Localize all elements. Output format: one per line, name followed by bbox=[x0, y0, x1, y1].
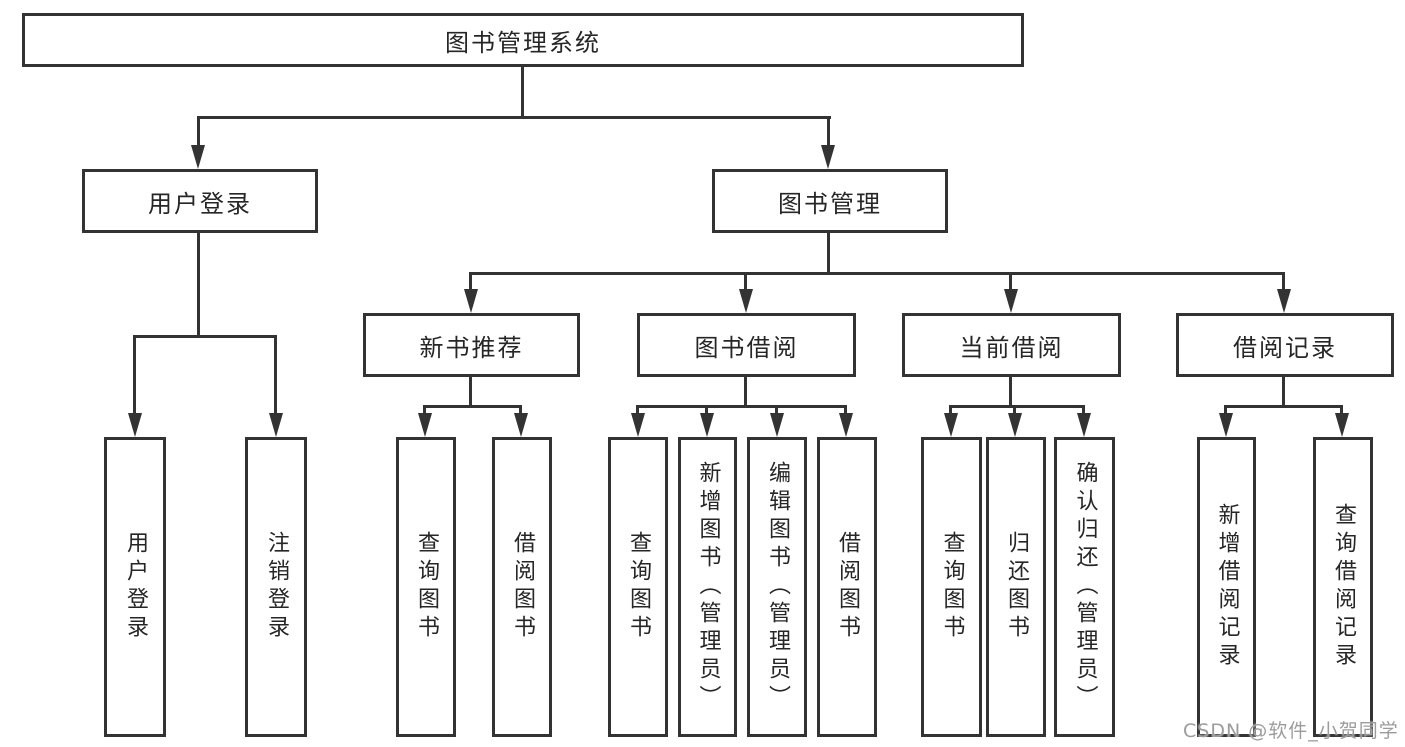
connector-current-borrow-stem bbox=[1009, 272, 1012, 292]
arrow-down-icon bbox=[1335, 413, 1349, 437]
connector-new-book-down bbox=[469, 375, 472, 407]
arrow-down-icon bbox=[1219, 413, 1233, 437]
node-leaf-query-borrow-record-label: 查询借阅记录 bbox=[1331, 503, 1356, 671]
arrow-down-icon bbox=[944, 413, 958, 437]
node-leaf-user-login-label: 用户登录 bbox=[123, 531, 148, 643]
node-leaf-edit-book-admin: 编辑图书（管理员） bbox=[747, 437, 807, 737]
node-user-login-label: 用户登录 bbox=[148, 189, 252, 218]
arrow-down-icon bbox=[821, 145, 835, 169]
arrow-down-icon bbox=[1008, 413, 1022, 437]
node-current-borrow-label: 当前借阅 bbox=[959, 333, 1064, 362]
connector-user-login-stem bbox=[197, 116, 200, 150]
node-leaf-return-book: 归还图书 bbox=[986, 437, 1046, 737]
node-user-login: 用户登录 bbox=[82, 169, 318, 233]
connector-current-borrow-down bbox=[1009, 375, 1012, 407]
node-leaf-edit-book-admin-label: 编辑图书（管理员） bbox=[765, 461, 790, 713]
arrow-down-icon bbox=[464, 289, 478, 313]
connector-leaf-user-login-stem bbox=[133, 335, 136, 415]
node-book-borrow-label: 图书借阅 bbox=[694, 333, 799, 362]
node-new-book-recommend-label: 新书推荐 bbox=[419, 333, 524, 362]
connector-book-borrow-stem bbox=[744, 272, 747, 292]
connector-leaf-stem bbox=[519, 405, 522, 417]
node-leaf-recommend-borrow-book: 借阅图书 bbox=[492, 437, 552, 737]
node-borrow-record: 借阅记录 bbox=[1176, 313, 1394, 377]
connector-user-login-children-branch bbox=[133, 335, 277, 338]
connector-leaf-stem bbox=[1224, 405, 1227, 417]
arrow-down-icon bbox=[1077, 413, 1091, 437]
connector-leaf-stem bbox=[844, 405, 847, 417]
node-borrow-record-label: 借阅记录 bbox=[1233, 333, 1337, 362]
node-book-borrow: 图书借阅 bbox=[637, 313, 856, 377]
arrow-down-icon bbox=[128, 413, 142, 437]
connector-book-borrow-down bbox=[744, 375, 747, 407]
node-leaf-return-book-label: 归还图书 bbox=[1004, 531, 1029, 643]
node-leaf-recommend-query-book-label: 查询图书 bbox=[414, 531, 439, 643]
node-leaf-add-book-admin-label: 新增图书（管理员） bbox=[695, 461, 721, 713]
node-leaf-logout: 注销登录 bbox=[245, 437, 307, 737]
connector-leaf-stem bbox=[423, 405, 426, 417]
connector-book-borrow-children-branch bbox=[636, 405, 846, 408]
node-leaf-borrow-query-book-label: 查询图书 bbox=[626, 531, 651, 643]
connector-book-mgmt-stem bbox=[827, 116, 830, 150]
connector-new-book-children-branch bbox=[423, 405, 522, 408]
connector-level3-branch bbox=[469, 272, 1285, 275]
connector-leaf-stem bbox=[949, 405, 952, 417]
connector-leaf-stem bbox=[705, 405, 708, 417]
arrow-down-icon bbox=[191, 145, 205, 169]
node-leaf-add-borrow-record-label: 新增借阅记录 bbox=[1214, 503, 1240, 671]
connector-leaf-stem bbox=[1013, 405, 1016, 417]
arrow-down-icon bbox=[1277, 289, 1291, 313]
node-book-management: 图书管理 bbox=[712, 169, 948, 233]
arrow-down-icon bbox=[514, 413, 528, 437]
node-leaf-logout-label: 注销登录 bbox=[264, 531, 289, 643]
node-leaf-confirm-return-admin-label: 确认归还（管理员） bbox=[1072, 461, 1098, 713]
connector-new-book-stem bbox=[469, 272, 472, 292]
csdn-watermark: CSDN @软件_小贺同学 bbox=[1183, 720, 1399, 742]
node-book-management-label: 图书管理 bbox=[778, 189, 882, 218]
node-leaf-borrow-borrow-book: 借阅图书 bbox=[817, 437, 877, 737]
node-leaf-borrow-query-book: 查询图书 bbox=[608, 437, 668, 737]
node-leaf-current-query-book: 查询图书 bbox=[921, 437, 982, 737]
connector-borrow-record-stem bbox=[1282, 272, 1285, 292]
node-current-borrow: 当前借阅 bbox=[902, 313, 1121, 377]
connector-borrow-record-down bbox=[1282, 375, 1285, 407]
arrow-down-icon bbox=[418, 413, 432, 437]
connector-borrow-record-children-branch bbox=[1224, 405, 1343, 408]
arrow-down-icon bbox=[1004, 289, 1018, 313]
node-leaf-recommend-query-book: 查询图书 bbox=[396, 437, 456, 737]
node-leaf-borrow-borrow-book-label: 借阅图书 bbox=[835, 531, 860, 643]
arrow-down-icon bbox=[739, 289, 753, 313]
connector-user-login-down bbox=[197, 231, 200, 337]
connector-book-mgmt-down bbox=[827, 231, 830, 274]
arrow-down-icon bbox=[269, 413, 283, 437]
connector-current-borrow-children-branch bbox=[949, 405, 1085, 408]
connector-leaf-stem bbox=[775, 405, 778, 417]
connector-leaf-stem bbox=[636, 405, 639, 417]
connector-leaf-stem bbox=[1082, 405, 1085, 417]
node-leaf-current-query-book-label: 查询图书 bbox=[939, 531, 965, 643]
node-leaf-query-borrow-record: 查询借阅记录 bbox=[1313, 437, 1373, 737]
node-leaf-confirm-return-admin: 确认归还（管理员） bbox=[1054, 437, 1115, 737]
node-leaf-recommend-borrow-book-label: 借阅图书 bbox=[510, 531, 535, 643]
node-root-library-system: 图书管理系统 bbox=[22, 13, 1024, 67]
arrow-down-icon bbox=[700, 413, 714, 437]
node-leaf-add-borrow-record: 新增借阅记录 bbox=[1197, 437, 1256, 737]
arrow-down-icon bbox=[770, 413, 784, 437]
arrow-down-icon bbox=[631, 413, 645, 437]
connector-level2-branch bbox=[197, 116, 831, 119]
connector-leaf-logout-stem bbox=[274, 335, 277, 415]
node-new-book-recommend: 新书推荐 bbox=[363, 313, 580, 377]
node-leaf-user-login: 用户登录 bbox=[104, 437, 166, 737]
arrow-down-icon bbox=[839, 413, 853, 437]
node-leaf-add-book-admin: 新增图书（管理员） bbox=[678, 437, 737, 737]
connector-leaf-stem bbox=[1340, 405, 1343, 417]
node-root-label: 图书管理系统 bbox=[445, 28, 601, 57]
connector-root-stem bbox=[521, 65, 524, 118]
